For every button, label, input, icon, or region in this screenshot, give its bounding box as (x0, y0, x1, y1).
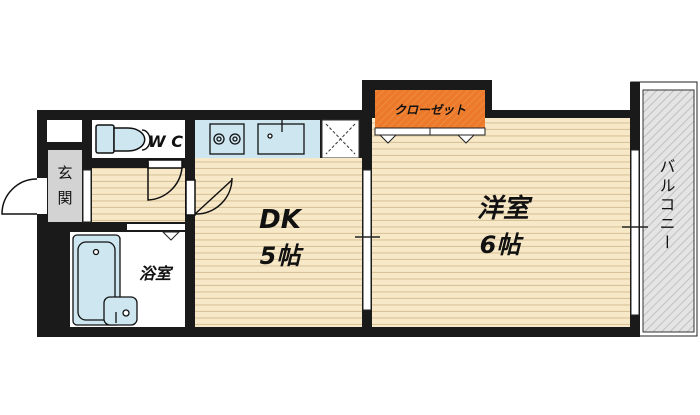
fridge-cross-icon (325, 123, 356, 155)
western-size-label: 6帖 (480, 231, 525, 259)
balcony (630, 81, 698, 337)
balcony-label: バルコニー (657, 158, 676, 253)
fridge-space (321, 119, 360, 159)
wc-door[interactable] (147, 159, 183, 201)
front-door[interactable] (1, 178, 47, 215)
dk-size-label: 5帖 (260, 242, 305, 270)
entrance-floor (48, 150, 82, 222)
bath-label: 浴室 (139, 264, 174, 283)
entrance-step (82, 169, 92, 223)
washbasin-icon (103, 296, 138, 326)
bath-door-strip (127, 224, 185, 230)
hallway-floor (92, 168, 185, 222)
closet-doors (374, 127, 486, 144)
stove-icon (209, 123, 245, 155)
dk-floor (195, 158, 362, 327)
closet (375, 90, 485, 128)
entrance-label-2: 関 (57, 189, 72, 207)
entrance-label-1: 玄 (57, 164, 72, 182)
closet-label: クローゼット (394, 103, 466, 117)
window-balcony (622, 149, 648, 316)
western-name-label: 洋室 (477, 194, 533, 224)
dk-name-label: DK (259, 205, 303, 235)
storage-box (47, 120, 82, 142)
sink-icon (257, 120, 305, 155)
wc-label: W C (148, 132, 183, 151)
dk-door[interactable] (185, 177, 233, 216)
western-floor (372, 118, 630, 327)
bath-door[interactable] (161, 231, 181, 241)
window-dk-western (355, 169, 380, 311)
toilet-icon (95, 124, 151, 154)
